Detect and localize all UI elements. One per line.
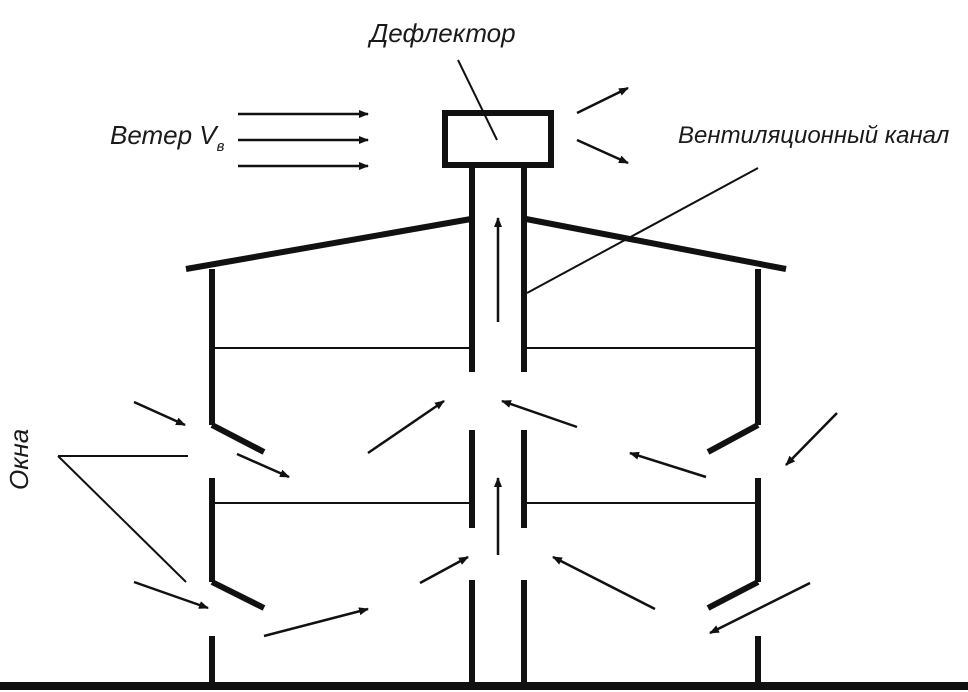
ventilation-channel-label: Вентиляционный канал <box>678 122 950 149</box>
wind-arrows <box>238 110 369 170</box>
ventilation-channel <box>469 165 527 686</box>
wind-label-text: Ветер V <box>110 120 217 150</box>
deflector-label: Дефлектор <box>370 18 516 48</box>
floors <box>212 347 758 504</box>
leader-lines <box>57 59 759 583</box>
left-wall <box>209 269 266 686</box>
wind-label: Ветер Vв <box>110 120 225 155</box>
airflow-arrows <box>133 399 838 638</box>
right-wall <box>706 269 761 686</box>
wind-label-subscript: в <box>216 138 225 155</box>
outflow-arrows <box>576 86 629 165</box>
roof <box>185 216 787 272</box>
windows-label: Окна <box>4 428 34 490</box>
deflector-box <box>442 110 554 168</box>
